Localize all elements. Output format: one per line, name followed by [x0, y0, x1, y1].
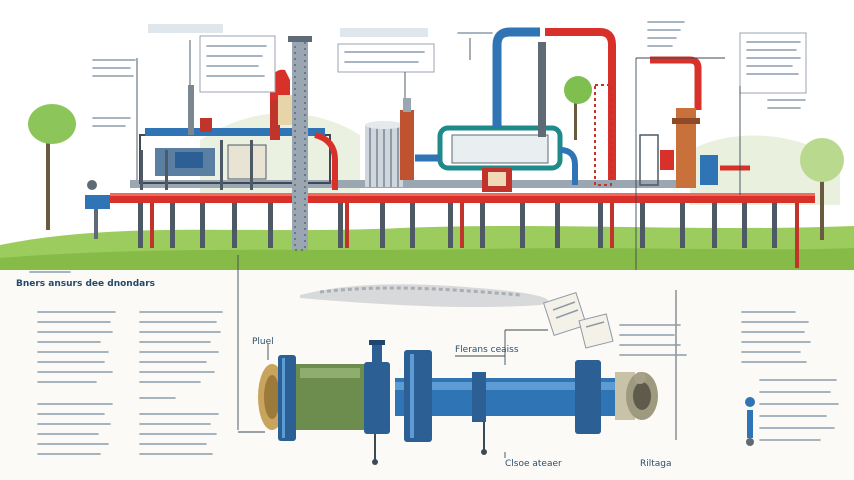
stack-tower — [288, 36, 312, 251]
text-column-2 — [139, 311, 223, 455]
callout-top-3 — [337, 28, 435, 98]
document-icon — [542, 291, 588, 337]
callout-right-center — [619, 290, 687, 440]
tree-icon — [564, 76, 592, 140]
pipe-label: Pluel — [252, 337, 274, 347]
landscape — [0, 113, 854, 280]
bottom-right-label: Riltaga — [640, 459, 672, 469]
process-unit-right — [639, 56, 750, 188]
callout-top-6 — [739, 32, 807, 195]
text-column-1 — [37, 311, 116, 455]
callout-top-4 — [457, 32, 493, 60]
storage-silo — [365, 98, 414, 187]
document-icon — [578, 313, 614, 349]
pipe-assembly — [258, 340, 658, 465]
pipe-rack — [110, 180, 815, 268]
callout-top-5 — [635, 21, 725, 270]
text-column-right — [741, 311, 839, 441]
valve-icon — [85, 180, 110, 239]
tree-icon — [800, 138, 844, 240]
process-unit-center — [415, 27, 616, 192]
bottom-center-label: Clsoe ateaer — [505, 459, 562, 469]
component-callout: Flerans ceaiss — [455, 329, 548, 365]
callout-top-2 — [189, 35, 276, 93]
gauge-icon — [745, 397, 755, 446]
process-unit-left — [139, 69, 338, 190]
tree-icon — [28, 104, 76, 230]
section-heading: Bners ansurs dee dnondars — [16, 279, 155, 289]
component-label: Flerans ceaiss — [455, 345, 519, 355]
callout-top-1 — [92, 24, 223, 180]
